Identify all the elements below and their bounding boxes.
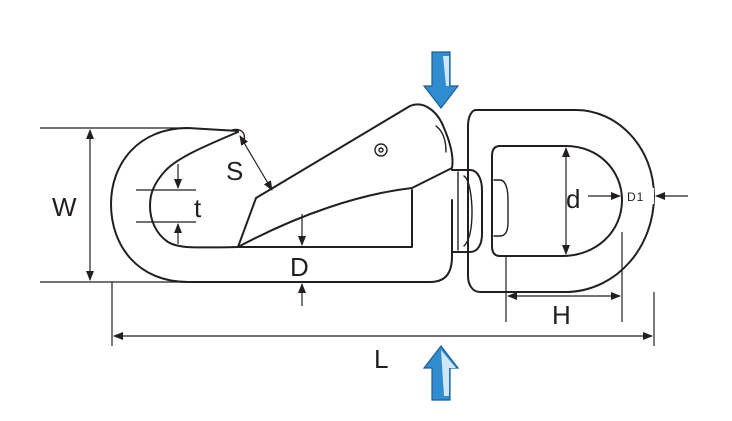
dimension-t: t — [136, 164, 202, 244]
d-ring-eye — [467, 109, 655, 293]
arrow-up-icon — [422, 345, 460, 401]
label-d-lower: d — [566, 184, 580, 214]
label-d-upper: D — [290, 252, 309, 282]
gate-latch — [237, 103, 454, 248]
label-s: S — [226, 156, 243, 186]
gate-pivot-pin — [374, 143, 388, 157]
label-h: H — [552, 300, 571, 330]
dimension-s: S — [226, 135, 273, 191]
hook-body — [110, 125, 453, 283]
dimension-d1: D1 — [624, 188, 688, 204]
dimension-d-upper: D — [290, 214, 309, 306]
dimension-d-lower: d — [562, 147, 621, 255]
arrow-down-icon — [422, 51, 460, 109]
dimension-l: L — [111, 282, 655, 374]
label-w: W — [52, 192, 77, 222]
label-t: t — [194, 193, 202, 223]
label-l: L — [374, 344, 388, 374]
label-d1: D1 — [627, 190, 644, 204]
dimension-w: W — [40, 127, 188, 283]
dimension-h: H — [505, 232, 623, 330]
